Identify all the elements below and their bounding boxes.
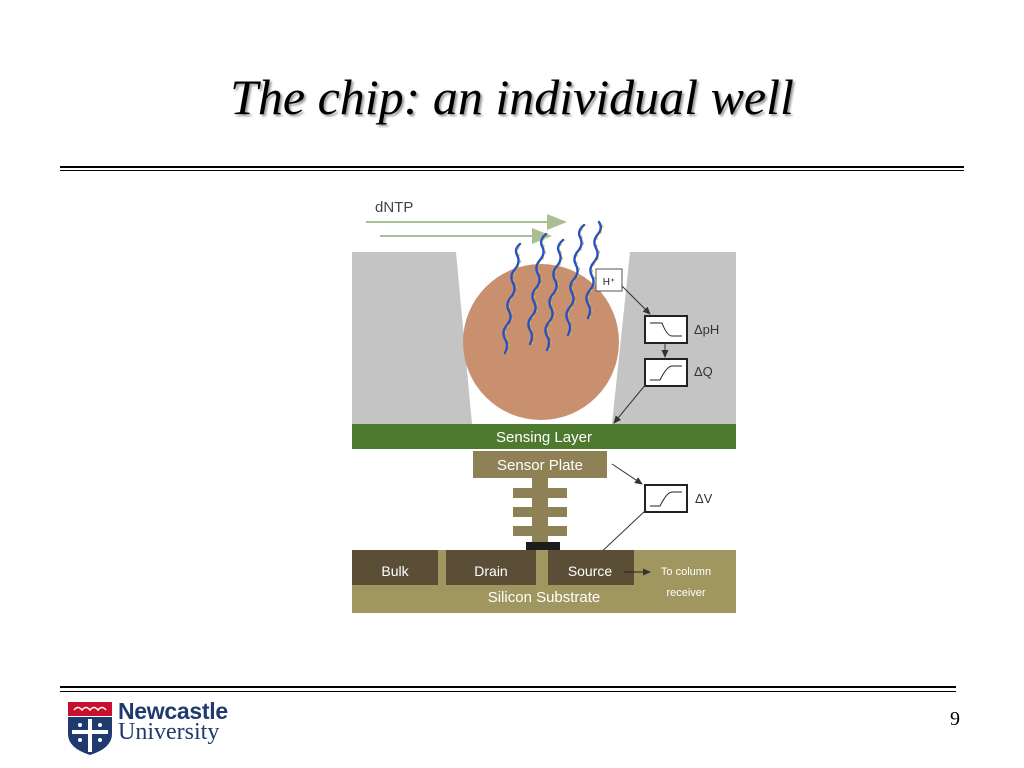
logo-name: Newcastle [118,698,228,724]
hplus-box [595,268,623,292]
footer-divider-bottom [60,691,956,692]
footer-divider-top [60,686,956,688]
sensing-layer [352,424,736,449]
sensor-plate-label: Sensor Plate [497,457,583,474]
delta-v-label: ΔV [695,491,713,506]
dna-strand-5 [585,220,602,320]
hplus-label: H⁺ [603,277,616,288]
bead [463,264,619,420]
sensor-plate [473,451,607,478]
header-divider-bottom [60,170,964,171]
bulk-label: Bulk [381,563,409,579]
delta-ph-box [644,315,688,344]
plate-connector [513,478,567,544]
bulk-region [352,550,438,585]
plate-to-v-arrow [611,463,643,485]
dna-strand-1 [502,242,522,355]
dna-strand-3 [544,238,565,352]
delta-q-box [644,358,688,387]
delta-q-label: ΔQ [694,364,713,379]
hplus-to-ph-arrow [621,285,651,315]
substrate-label: Silicon Substrate [488,589,601,606]
q-step-curve [650,365,682,381]
university-crest-icon [68,702,112,755]
v-step-curve [650,491,682,507]
dna-strands [502,220,604,355]
dna-strand-4 [565,223,586,337]
column-receiver-label-2: receiver [666,587,705,599]
source-region [548,550,634,585]
drain-region [446,550,536,585]
header-divider-top [60,166,964,168]
q-to-sensing-arrow [613,383,647,424]
dntp-label: dNTP [375,199,413,216]
ph-step-curve [650,322,682,337]
delta-ph-label: ΔpH [694,322,719,337]
v-to-source-arrow [595,509,647,558]
logo-subtitle: University [118,719,220,745]
slide-title: The chip: an individual well [230,69,794,125]
drain-label: Drain [474,563,507,579]
column-receiver-label-1: To column [661,566,711,578]
source-label: Source [568,563,613,579]
newcastle-university-logo: Newcastle University [66,698,246,758]
sensing-layer-label: Sensing Layer [496,429,592,446]
dna-strand-2 [527,232,548,346]
gate-contact [526,542,560,550]
delta-v-box [644,484,688,513]
well-wall-left [352,252,472,424]
slide-number: 9 [950,708,960,730]
